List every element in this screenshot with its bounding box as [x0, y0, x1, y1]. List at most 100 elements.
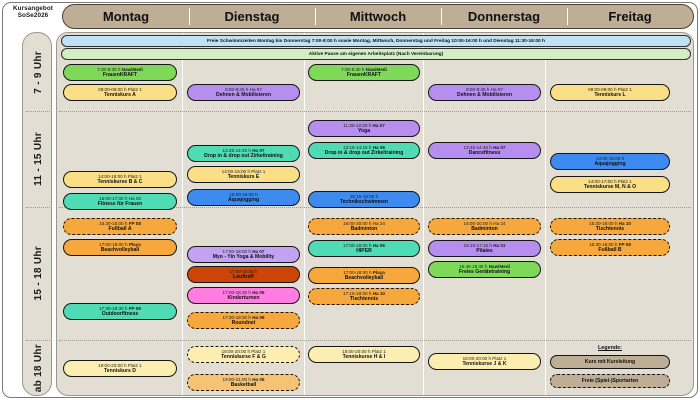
- course-name: Fitness für Frauen: [97, 201, 143, 208]
- course-time: 18:00-20:00 h Platz 1: [221, 348, 266, 354]
- time-band-label-1: 11 - 15 Uhr: [32, 132, 44, 186]
- legend-item-free: Freie (Spiel-)Sportarten: [550, 374, 670, 388]
- course-name: Aquajogging: [227, 197, 260, 204]
- course-time: 13:45-14:45 h Ha 07: [222, 147, 265, 153]
- course-time: 11:30-12:30 h Ha 07: [343, 122, 385, 128]
- course-time: 16:00-17:00 h Ha 03: [99, 195, 141, 201]
- course-name: Aquajogging: [594, 161, 626, 168]
- course-name: Tenniskurse M, N & O: [583, 184, 637, 191]
- course-name: Pilates: [476, 248, 493, 255]
- course-pill[interactable]: 17:00-18:00 h Ha 06 HIPER: [308, 240, 420, 257]
- time-band-3: ab 18 Uhr: [23, 340, 51, 395]
- course-pill[interactable]: 7:30-8:30 h NawiMedi FrauenKRAFT: [63, 64, 177, 81]
- day-header-dienstag: Dienstag: [189, 5, 315, 28]
- course-pill[interactable]: 18:00-20:00 h Platz 1 Tenniskurse F & G: [187, 346, 300, 363]
- course-name: Fußball A: [108, 226, 132, 233]
- course-pill[interactable]: 16:30-18:00 h FP 08 Fußball B: [550, 239, 670, 256]
- course-pill[interactable]: 17:00-18:00 h Ha 07 Myo - Yin Yoga & Mob…: [187, 246, 300, 263]
- course-name: Beachvolleyball: [100, 247, 140, 254]
- course-name: Drop in & drop out Zirkeltraining: [324, 150, 404, 157]
- course-time: 17:30-19:30 h Ha 09: [222, 314, 265, 320]
- course-name: Freies Gerätetraining: [458, 269, 511, 276]
- course-name: Roundnet: [231, 320, 256, 327]
- column-separator: [423, 33, 424, 395]
- course-pill[interactable]: 14:00-15:00 h Aquajogging: [550, 153, 670, 170]
- day-header-donnerstag: Donnerstag: [441, 5, 567, 28]
- time-band-1: 11 - 15 Uhr: [23, 111, 51, 207]
- day-header-mittwoch: Mittwoch: [315, 5, 441, 28]
- course-pill[interactable]: 13:45-14:45 h Ha 07 Dancefitness: [428, 142, 541, 159]
- course-pill[interactable]: 15:00-16:00 h Aquajogging: [187, 189, 300, 206]
- course-name: Tenniskurse B & C: [97, 179, 143, 186]
- column-separator: [545, 33, 546, 395]
- course-pill[interactable]: 14:00-15:00 h Platz 1 Tenniskurs E: [187, 166, 300, 183]
- course-pill[interactable]: 18:00-20:00 h Platz 1 Tenniskurse H & I: [308, 346, 420, 363]
- legend-label: Freie (Spiel-)Sportarten: [581, 378, 639, 384]
- course-time: 14:00-15:00 h Platz 1: [221, 168, 266, 174]
- course-time: 08:00-09:00 h Platz 1: [588, 86, 632, 92]
- course-time: 14:00-15:00 h: [595, 155, 625, 161]
- course-pill[interactable]: 16:45-18:45 h NawiMedi Freies Gerätetrai…: [428, 261, 541, 278]
- course-time: 17:30-18:30 h FP 09: [99, 305, 141, 311]
- course-pill[interactable]: 16:30-18:00 h FP 08 Fußball A: [63, 218, 177, 235]
- time-band-2: 15 - 18 Uhr: [23, 207, 51, 340]
- course-name: FrauenKRAFT: [102, 72, 138, 79]
- course-pill[interactable]: 17:00-18:30 h Ha 05 Kinderturnen: [187, 287, 300, 304]
- rail-separator: [26, 207, 50, 208]
- course-pill[interactable]: 17:00-18:00 h Lauftreff: [187, 266, 300, 283]
- course-pill[interactable]: 17:00-18:00 h Playa Beachvolleyball: [308, 267, 420, 284]
- legend-title: Legende:: [598, 345, 622, 351]
- course-pill[interactable]: 18:00-20:00 h Platz 1 Tenniskurse J & K: [428, 353, 541, 370]
- course-name: FrauenKRAFT: [346, 72, 382, 79]
- day-header-freitag: Freitag: [567, 5, 693, 28]
- course-time: 15:00-16:00 h: [229, 191, 258, 197]
- course-pill[interactable]: 15:15-16:00 h Technikschwimmen: [308, 191, 420, 208]
- course-time: 19:00-20:00 h Platz 1: [98, 362, 142, 368]
- course-name: Tenniskurse F & G: [221, 354, 266, 361]
- course-time: 7:30-8:30 h NawiMedi: [97, 66, 143, 72]
- row-separator: [59, 111, 691, 112]
- course-time: 16:00-20:00 h Ha 24: [463, 220, 506, 226]
- course-time: 16:30-18:00 h FP 08: [589, 241, 631, 247]
- course-time: 17:00-18:00 h Playa: [99, 241, 141, 247]
- course-pill[interactable]: 16:00-17:00 h Ha 03 Fitness für Frauen: [63, 193, 177, 210]
- course-pill[interactable]: 11:30-12:30 h Ha 07 Yoga: [308, 120, 420, 137]
- course-pill[interactable]: 8:00-8:45 h Ha 07 Dehnen & Mobilisieren: [428, 84, 541, 101]
- course-pill[interactable]: 17:30-19:30 h Ha 09 Roundnet: [187, 312, 300, 329]
- course-name: Tenniskurs L: [594, 92, 626, 99]
- course-name: Tenniskurse H & I: [342, 354, 386, 361]
- day-header-bar: Montag Dienstag Mittwoch Donnerstag Frei…: [62, 4, 694, 29]
- course-pill[interactable]: 7:30-8:30 h NawiMedi FrauenKRAFT: [308, 64, 420, 81]
- course-pill[interactable]: 13:45-14:45 h Ha 07 Drop in & drop out Z…: [187, 145, 300, 162]
- course-time: 14:00-16:00 h Platz 1: [98, 173, 142, 179]
- course-pill[interactable]: 16:15-17:15 h Ha 01 Pilates: [428, 240, 541, 257]
- column-separator: [304, 33, 305, 395]
- course-pill[interactable]: 8:00-8:45 h Ha 07 Dehnen & Mobilisieren: [187, 84, 300, 101]
- course-pill[interactable]: 19:00-21:00 h Ha 05 Basketball: [187, 374, 300, 391]
- course-time: 8:00-8:45 h Ha 07: [225, 86, 262, 92]
- course-pill[interactable]: 08:00-09:00 h Platz 1 Tenniskurs L: [550, 84, 670, 101]
- course-pill[interactable]: 14:00-17:00 h Platz 1 Tenniskurse M, N &…: [550, 176, 670, 193]
- course-time: 16:00-20:00 h Ha 24: [343, 220, 385, 226]
- course-name: Drop in & drop out Zirkeltraining: [204, 153, 283, 160]
- course-name: Basketball: [230, 382, 257, 389]
- course-pill[interactable]: 14:00-16:00 h Platz 1 Tenniskurse B & C: [63, 171, 177, 188]
- course-pill[interactable]: 08:00-09:00 h Platz 1 Tenniskurs A: [63, 84, 177, 101]
- course-pill[interactable]: 16:00-20:00 h Ha 24 Badminton: [428, 218, 541, 235]
- course-pill[interactable]: 17:00-18:00 h Playa Beachvolleyball: [63, 239, 177, 256]
- course-time: 17:00-18:00 h Ha 07: [222, 248, 265, 254]
- time-band-label-0: 7 - 9 Uhr: [32, 50, 44, 94]
- course-pill[interactable]: 19:00-20:00 h Platz 1 Tenniskurs D: [63, 360, 177, 377]
- course-pill[interactable]: 17:15-19:00 h Ha 10 Tischtennis: [308, 288, 420, 305]
- course-time: 17:00-18:00 h: [229, 268, 258, 274]
- rail-separator: [26, 111, 50, 112]
- course-pill[interactable]: 17:30-18:30 h FP 09 Outdoorfitness: [63, 303, 177, 320]
- course-name: Lauftreff: [233, 274, 254, 281]
- time-band-rail: 7 - 9 Uhr 11 - 15 Uhr 15 - 18 Uhr ab 18 …: [22, 32, 52, 396]
- course-time: 08:00-09:00 h Platz 1: [98, 86, 142, 92]
- course-pill[interactable]: 16:00-20:00 h Ha 24 Badminton: [308, 218, 420, 235]
- course-pill[interactable]: 15:30-18:00 h Ha 10 Tischtennis: [550, 218, 670, 235]
- course-pill[interactable]: 13:15-14:15 h Ha 06 Drop in & drop out Z…: [308, 142, 420, 159]
- course-time: 17:00-18:00 h Playa: [343, 269, 385, 275]
- time-band-0: 7 - 9 Uhr: [23, 33, 51, 111]
